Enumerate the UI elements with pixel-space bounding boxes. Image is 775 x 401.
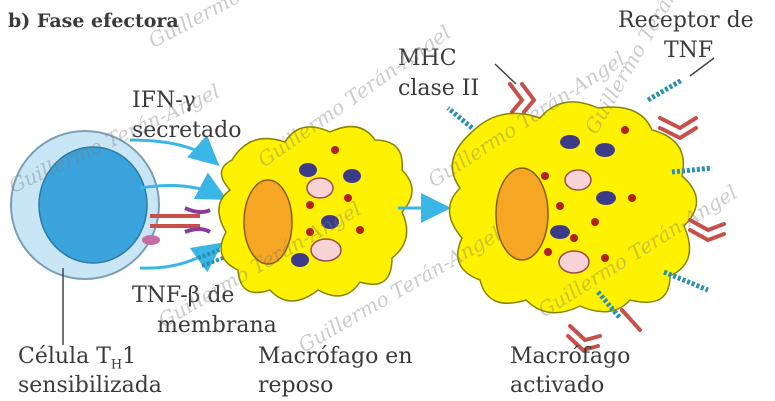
cell-label-subscript: H (111, 357, 122, 372)
activated-label-line2: activado (510, 373, 604, 399)
tnf-receptor-label-line2: TNF (664, 38, 713, 64)
cell-label-prefix: Célula T (18, 344, 111, 369)
mhc-label-line2: clase II (398, 76, 479, 102)
mhc-pointer (495, 64, 516, 84)
cell-label-suffix: 1 (122, 344, 136, 369)
activated-label-line1: Macrófago (510, 344, 630, 370)
resting-label-line2: reposo (258, 373, 333, 399)
cell-label-line2: sensibilizada (18, 373, 162, 399)
resting-label-line1: Macrófago en (258, 344, 413, 370)
activated-nucleus (496, 168, 548, 260)
